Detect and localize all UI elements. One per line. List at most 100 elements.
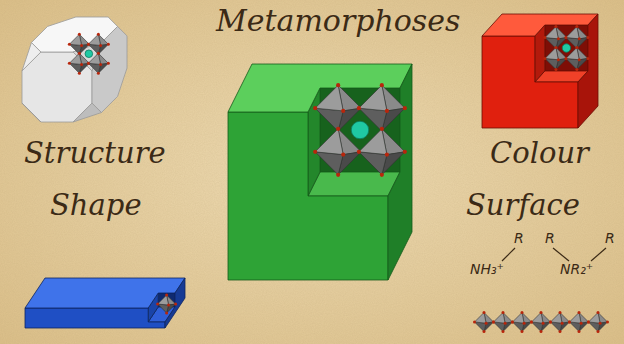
octahedron-facet [315, 152, 343, 175]
halide-atom [336, 127, 340, 131]
cube-top [228, 64, 412, 112]
halide-atom [97, 72, 100, 75]
cation-sphere [85, 50, 93, 58]
octahedron-facet [545, 27, 558, 39]
octahedron-facet [359, 85, 387, 111]
halide-atom [578, 37, 581, 40]
halide-atom [549, 321, 552, 324]
cube-front [25, 308, 165, 328]
cube-front [228, 112, 388, 280]
halide-atom [578, 58, 581, 61]
halide-atom [511, 321, 514, 324]
halide-atom [559, 330, 562, 333]
blue-nanoplate [25, 278, 185, 328]
ligand-group: R [545, 231, 555, 246]
halide-atom [380, 127, 384, 131]
octahedron-facet [338, 152, 361, 175]
halide-atom [78, 72, 81, 75]
halide-atom [473, 321, 476, 324]
ligand-bond [502, 248, 515, 261]
halide-atom [167, 304, 170, 307]
halide-atom [511, 321, 514, 324]
octahedron [473, 311, 495, 333]
halide-atom [483, 311, 486, 314]
halide-atom [530, 321, 533, 324]
octahedron-facet [315, 108, 343, 131]
halide-atom [78, 33, 81, 36]
cation-sphere [562, 44, 570, 52]
halide-atom [568, 321, 571, 324]
octahedron [549, 311, 571, 333]
octahedron-facet [88, 34, 100, 45]
halide-atom [341, 153, 345, 157]
cation-sphere [351, 121, 368, 138]
green-nanocube [228, 64, 412, 280]
halide-atom [156, 303, 159, 306]
halide-atom [357, 150, 361, 154]
halide-atom [554, 25, 557, 28]
halide-atom [578, 330, 581, 333]
octahedron [511, 311, 533, 333]
halide-atom [587, 321, 590, 324]
halide-atom [99, 44, 102, 47]
octahedron-facet [545, 58, 558, 69]
octahedron [587, 311, 609, 333]
octahedron-facet [475, 313, 487, 324]
halide-atom [521, 311, 524, 314]
halide-atom [80, 63, 83, 66]
octahedron-facet [566, 58, 579, 69]
halide-atom [403, 106, 407, 110]
ligand-head: NR₂⁺ [560, 262, 593, 277]
panel-label: Structure [24, 138, 166, 170]
ligand-head: NH₃⁺ [470, 262, 504, 277]
octahedron-facet [69, 44, 81, 54]
halide-atom [107, 62, 110, 65]
triangle-face [22, 103, 41, 122]
octahedron-facet [513, 313, 525, 324]
halide-atom [586, 57, 589, 60]
halide-atom [385, 153, 389, 157]
halide-atom [578, 311, 581, 314]
halide-atom [97, 33, 100, 36]
octahedron-facet [382, 108, 405, 131]
halide-atom [568, 321, 571, 324]
halide-atom [575, 46, 578, 49]
octahedron-facet [589, 313, 601, 324]
triangle-face [22, 43, 41, 71]
octahedron-facet [69, 34, 81, 45]
title: Metamorphoses [216, 4, 460, 37]
halide-atom [543, 36, 546, 39]
panel-label: Surface [466, 190, 580, 222]
halide-atom [523, 322, 526, 325]
halide-atom [403, 150, 407, 154]
octahedron [156, 294, 177, 315]
halide-atom [564, 57, 567, 60]
halide-atom [549, 321, 552, 324]
octahedron-facet [551, 313, 563, 324]
cutout-floor [308, 172, 400, 196]
halide-atom [68, 62, 71, 65]
halide-atom [78, 52, 81, 55]
octahedron-facet [69, 53, 81, 64]
halide-atom [357, 106, 361, 110]
halide-atom [483, 330, 486, 333]
octahedron-facet [570, 313, 582, 324]
halide-atom [599, 322, 602, 325]
halide-atom [561, 322, 564, 325]
halide-atom [313, 106, 317, 110]
halide-atom [540, 330, 543, 333]
octahedron-facet [545, 47, 558, 59]
halide-atom [99, 63, 102, 66]
cube-front [482, 36, 578, 128]
octahedron-facet [359, 152, 387, 175]
octahedron [492, 311, 514, 333]
halide-atom [165, 312, 168, 315]
halide-atom [336, 83, 340, 87]
halide-atom [521, 330, 524, 333]
octahedron [568, 311, 590, 333]
red-nanocube [482, 14, 598, 128]
halide-atom [385, 109, 389, 113]
